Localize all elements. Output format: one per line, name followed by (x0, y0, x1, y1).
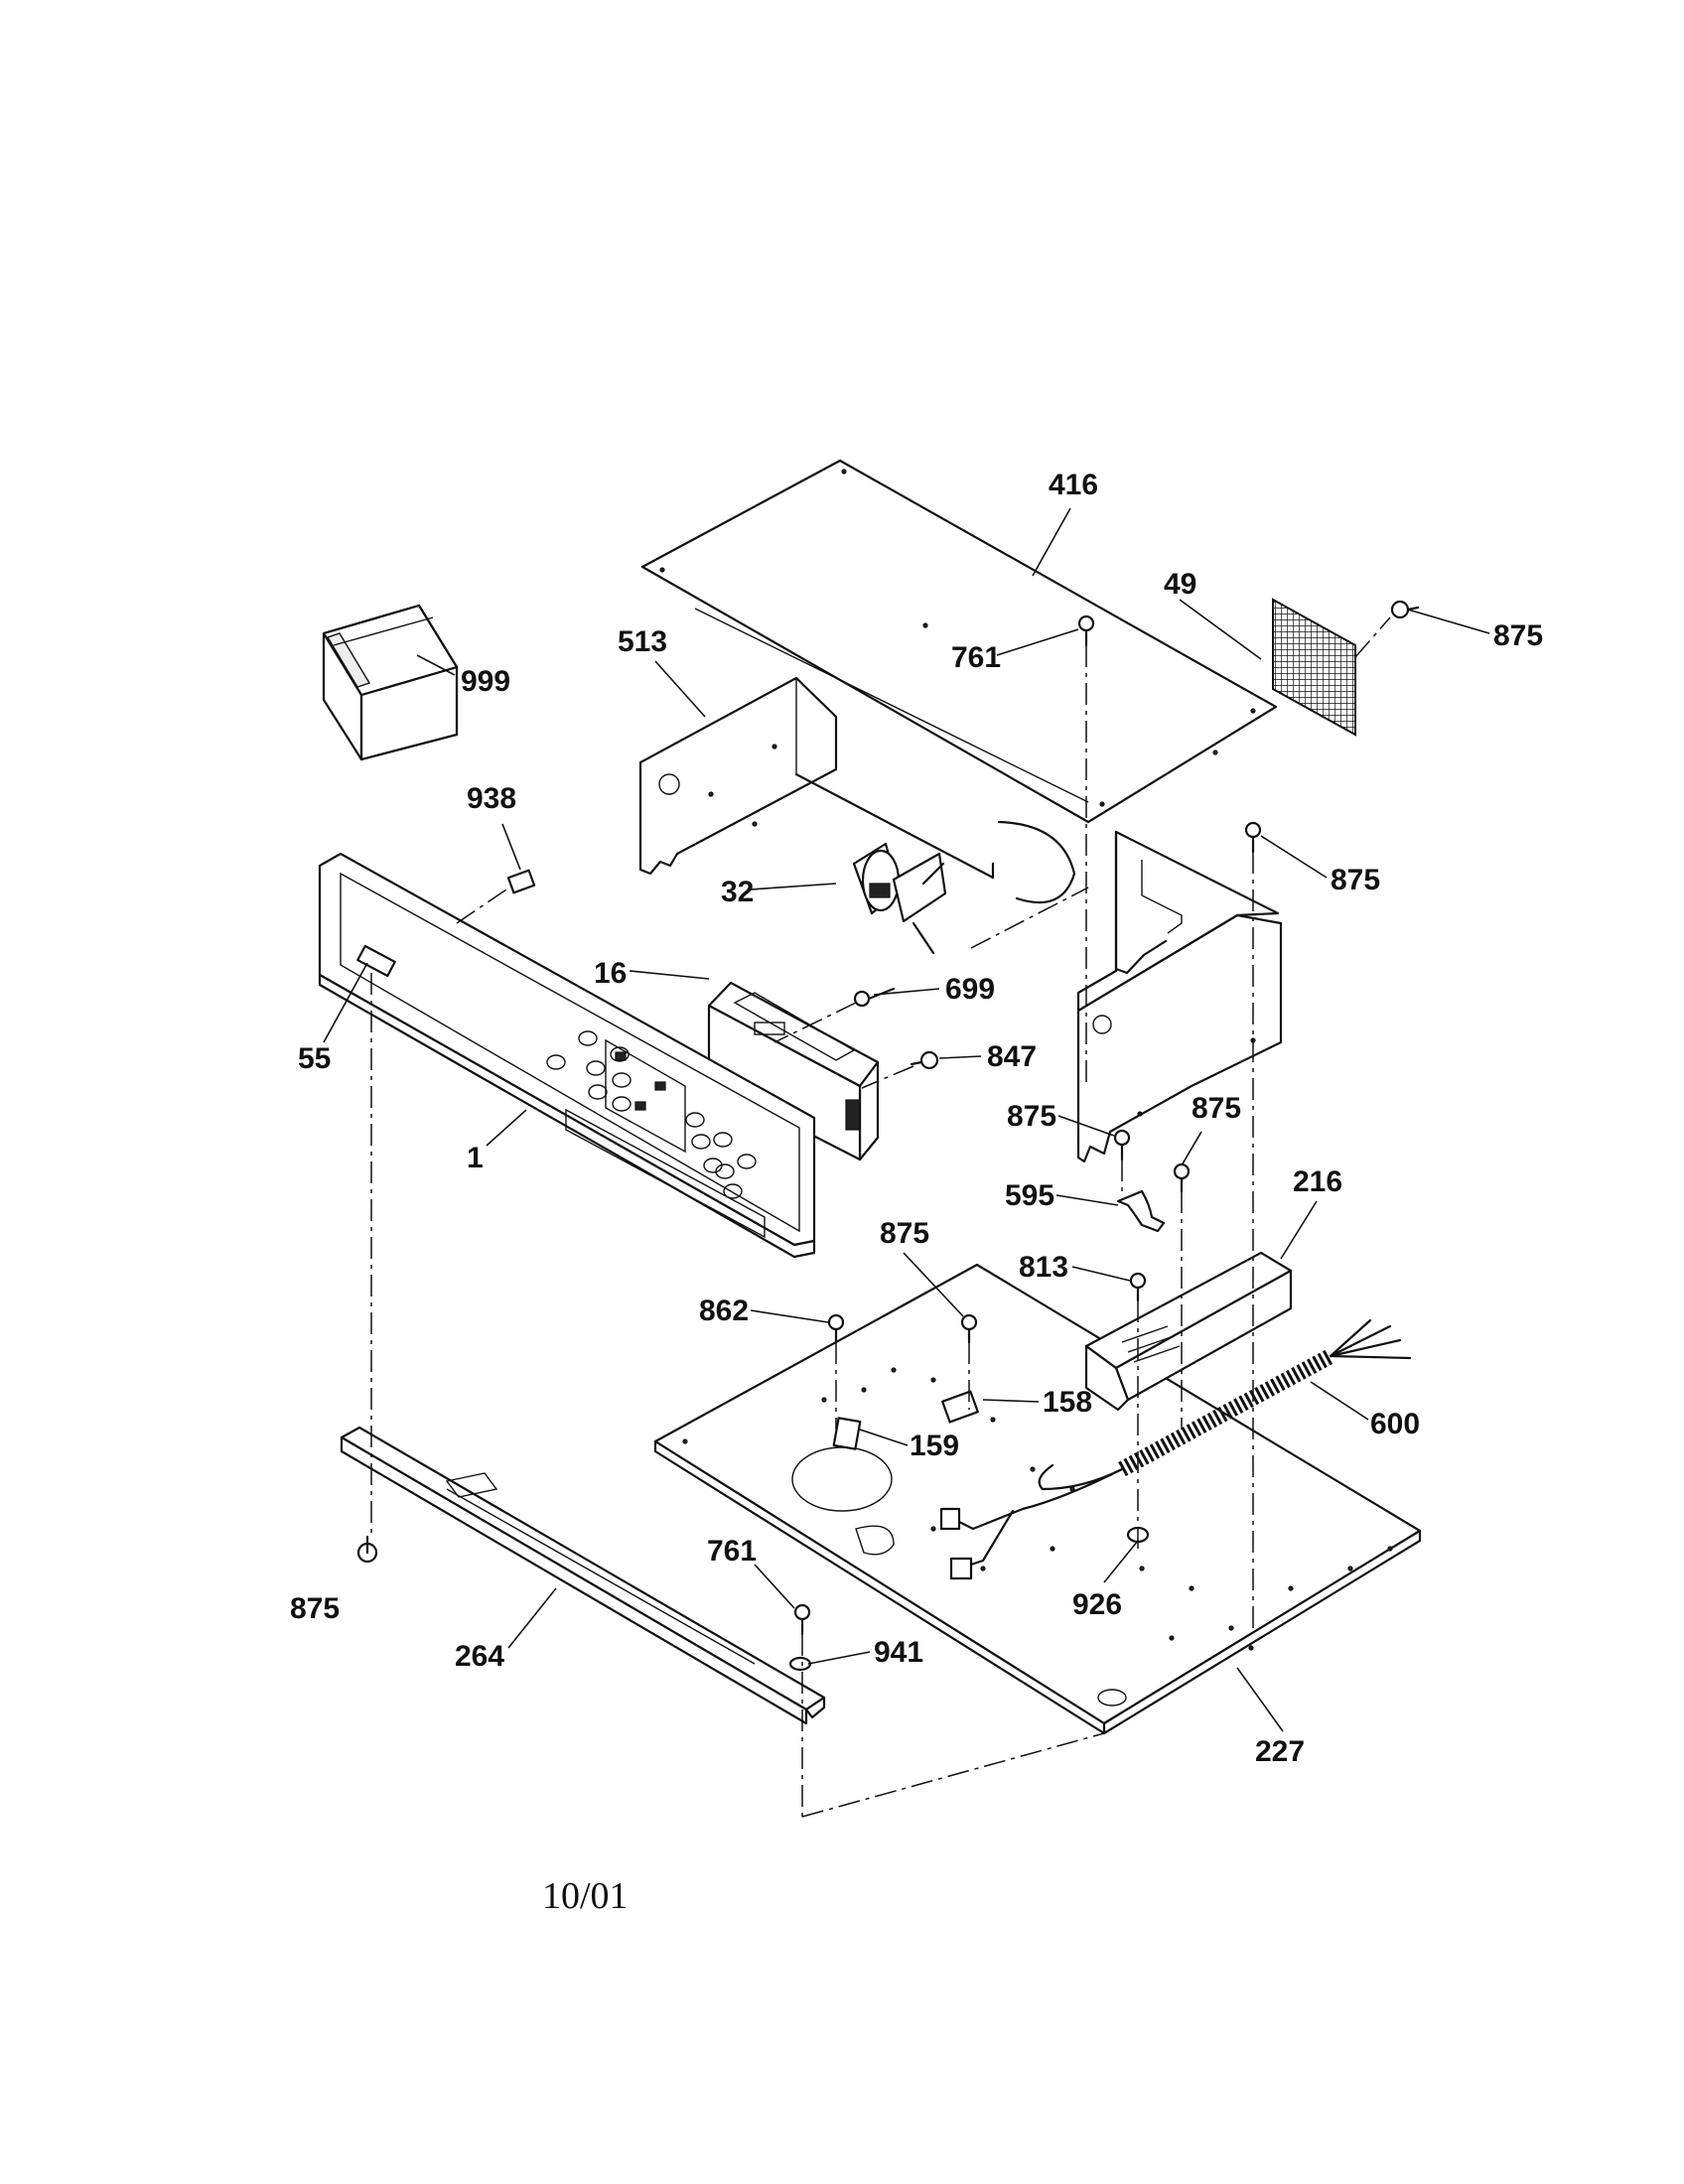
screw-699 (853, 987, 896, 1008)
screw-875-mid2 (1173, 1162, 1191, 1193)
callout-875: 875 (1493, 619, 1543, 652)
callout-49: 49 (1164, 568, 1196, 601)
callout-158: 158 (1043, 1386, 1092, 1419)
callout-875: 875 (290, 1592, 340, 1625)
callout-875: 875 (1007, 1100, 1056, 1133)
screws (356, 600, 1420, 1672)
callout-761: 761 (951, 641, 1001, 674)
callout-862: 862 (699, 1295, 749, 1327)
callout-875: 875 (880, 1217, 929, 1250)
washer-941 (788, 1656, 812, 1672)
top-cover (640, 459, 1278, 824)
screw-761-base (793, 1603, 811, 1636)
screw-875-grille (1390, 600, 1420, 619)
screw-875-base (960, 1313, 978, 1344)
callout-216: 216 (1293, 1165, 1342, 1198)
callout-227: 227 (1255, 1735, 1305, 1768)
vent-grille (1272, 598, 1356, 737)
trim-strip (340, 1426, 826, 1725)
control-panel-backsplash (318, 852, 816, 1259)
callout-32: 32 (721, 876, 754, 908)
screw-875-mid (1113, 1129, 1131, 1161)
callout-699: 699 (945, 973, 995, 1006)
callout-264: 264 (455, 1640, 504, 1673)
callout-938: 938 (467, 782, 516, 815)
screw-875-right (1244, 821, 1262, 854)
callout-941: 941 (874, 1636, 923, 1669)
base-holes (682, 1367, 1393, 1651)
callout-416: 416 (1049, 469, 1098, 501)
callout-159: 159 (910, 1430, 959, 1462)
callout-761: 761 (707, 1535, 757, 1568)
callout-600: 600 (1370, 1408, 1420, 1440)
callout-999: 999 (461, 665, 510, 698)
date-code: 10/01 (542, 1875, 629, 1917)
callout-labels: 416 49 875 513 761 999 938 875 32 16 699… (290, 469, 1543, 1768)
screw-813 (1129, 1272, 1147, 1302)
keypad (546, 1030, 757, 1199)
callout-16: 16 (594, 957, 627, 990)
callout-875: 875 (1192, 1092, 1241, 1125)
callout-926: 926 (1072, 1588, 1122, 1621)
callout-847: 847 (987, 1040, 1037, 1073)
callout-875: 875 (1331, 864, 1380, 896)
right-side-panel (1076, 830, 1283, 1163)
screw-847 (910, 1050, 939, 1070)
callout-513: 513 (618, 625, 667, 658)
screw-862 (827, 1313, 845, 1344)
parts-box (322, 604, 459, 761)
electronic-control-board (707, 981, 880, 1161)
callout-595: 595 (1005, 1179, 1054, 1212)
left-side-panel (638, 676, 1076, 904)
screw-875-trim (356, 1535, 378, 1564)
callout-1: 1 (467, 1142, 484, 1174)
screw-938 (506, 869, 536, 894)
leader-lines (323, 507, 1490, 1732)
oven-base-plate (653, 1263, 1422, 1735)
callout-813: 813 (1019, 1251, 1068, 1284)
blower-motor (852, 842, 947, 955)
callout-55: 55 (298, 1042, 331, 1075)
cord-clamp (1116, 1189, 1166, 1233)
screw-761-top (1077, 614, 1095, 647)
assembly-lines (370, 616, 1391, 1818)
